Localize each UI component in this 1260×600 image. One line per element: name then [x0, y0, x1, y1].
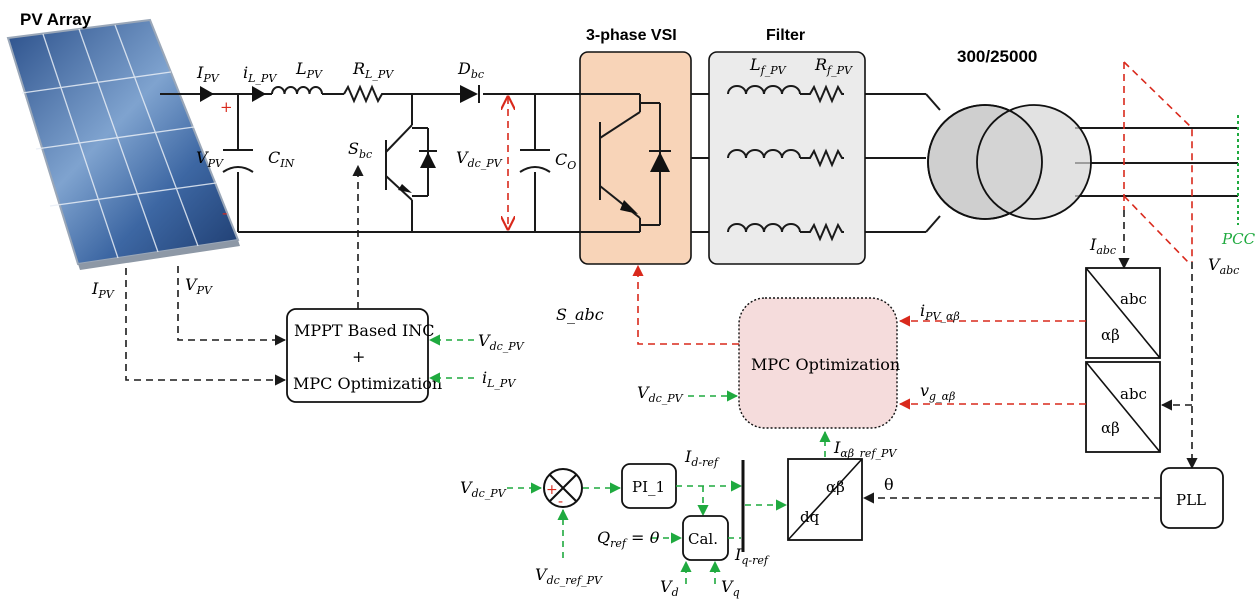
label-ipv-ab: iPV_αβ — [920, 301, 960, 323]
transformer-icon — [927, 104, 1092, 220]
label-id-ref: Id-ref — [684, 447, 720, 469]
grid-sense-line — [1123, 61, 1193, 262]
label-lfpv: Lf_PV — [749, 55, 787, 77]
label-qref: Qref = 0 — [597, 528, 660, 550]
label-iq-ref: Iq-ref — [734, 545, 770, 567]
label-vdc-ref: Vdc_ref_PV — [535, 565, 603, 587]
label-vpv-meas: VPV — [185, 275, 213, 297]
sum-plus: + — [546, 482, 558, 498]
label-cin: CIN — [268, 148, 295, 170]
mpc-label: MPC Optimization — [751, 355, 900, 374]
label-rlpv: RL_PV — [352, 59, 394, 81]
ipv-arrow-icon — [200, 86, 214, 102]
label-sbc: Sbc — [348, 139, 372, 161]
vpv-measure — [177, 266, 287, 346]
capacitor-icon — [222, 149, 254, 173]
label-vdc-sum: Vdc_PV — [460, 478, 507, 500]
pv-panel-icon — [6, 18, 240, 270]
pv-array-title: PV Array — [20, 10, 92, 29]
grid-sense-line — [1123, 195, 1189, 263]
mpc-block — [738, 297, 898, 429]
abc-ab-transform-1: abc αβ — [1085, 267, 1161, 359]
label-vabc: Vabc — [1208, 255, 1239, 277]
plus-sign: + — [220, 98, 233, 116]
igbt-switch-icon — [385, 124, 437, 201]
il-arrow-icon — [252, 86, 266, 102]
pcc-label: PCC — [1221, 230, 1256, 248]
sabc-signal — [632, 264, 739, 345]
pll-label: PLL — [1176, 491, 1206, 509]
pi-label: PI_1 — [632, 478, 665, 496]
capacitor-icon — [519, 149, 551, 173]
svg-text:αβ: αβ — [1101, 419, 1120, 437]
xfmr-title: 300/25000 — [957, 47, 1037, 66]
label-vq: Vq — [721, 577, 740, 599]
label-vpv: VPV — [196, 148, 224, 170]
cal-label: Cal. — [688, 530, 718, 548]
resistor-icon — [800, 84, 844, 242]
svg-text:dq: dq — [800, 508, 820, 526]
label-dbc: Dbc — [457, 59, 484, 81]
minus-sign: - — [222, 203, 227, 222]
label-ipv-meas: IPV — [91, 279, 115, 301]
sum-minus: - — [558, 492, 563, 510]
dq-ab-transform: αβ dq — [787, 458, 863, 541]
abc-ab-transform-2: abc αβ — [1085, 361, 1161, 453]
label-lpv: LPV — [295, 59, 323, 81]
inductor-icon — [271, 86, 323, 95]
inductor-icon — [727, 85, 801, 233]
mppt-line1: MPPT Based INC — [294, 321, 435, 340]
label-il-mppt: iL_PV — [482, 368, 516, 390]
label-vdcpv: Vdc_PV — [456, 148, 503, 170]
filter-block — [708, 51, 866, 265]
label-iab-ref: Iαβ_ref_PV — [833, 438, 897, 460]
label-co: CO — [555, 150, 576, 172]
label-rfpv: Rf_PV — [814, 55, 853, 77]
svg-text:abc: abc — [1120, 385, 1147, 403]
label-theta: θ — [884, 475, 894, 494]
label-sabc: S_abc — [556, 305, 604, 324]
label-vd: Vd — [660, 577, 679, 599]
resistor-icon — [343, 84, 386, 104]
ipv-measure — [125, 268, 287, 386]
label-vg-ab: vg_αβ — [920, 381, 955, 403]
igbt-switch-icon — [580, 93, 671, 233]
label-iabc: Iabc — [1089, 235, 1116, 257]
svg-text:αβ: αβ — [1101, 326, 1120, 344]
summing-junction-icon — [543, 468, 583, 508]
filter-title: Filter — [766, 27, 805, 44]
label-ilpv: iL_PV — [243, 63, 277, 85]
mppt-plus: + — [352, 347, 365, 366]
label-vdc-mppt: Vdc_PV — [478, 331, 525, 353]
vsi-title: 3-phase VSI — [586, 27, 677, 44]
svg-text:αβ: αβ — [826, 478, 845, 496]
mppt-line2: MPC Optimization — [293, 374, 442, 393]
dc-wires — [160, 93, 580, 233]
diode-icon — [460, 85, 480, 103]
label-vdc-mpc: Vdc_PV — [637, 383, 684, 405]
svg-text:abc: abc — [1120, 290, 1147, 308]
label-ipv: IPV — [196, 63, 220, 85]
